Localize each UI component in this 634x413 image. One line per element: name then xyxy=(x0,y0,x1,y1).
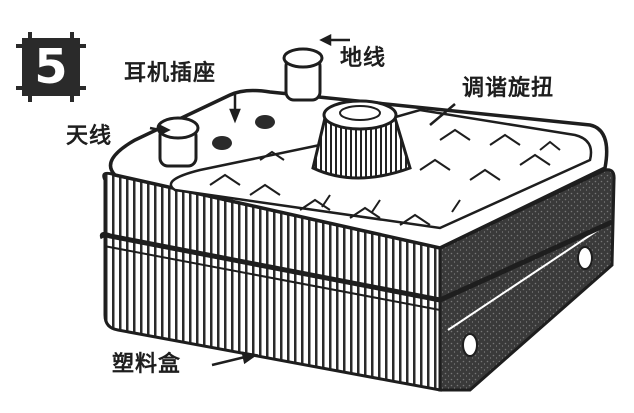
label-antenna: 天线 xyxy=(66,124,113,149)
tuning-knob xyxy=(311,99,412,180)
lid-texture xyxy=(209,128,561,226)
badge-corner-tick xyxy=(16,44,86,48)
leader-lines xyxy=(149,33,456,367)
label-ground-wire: 地线 xyxy=(340,46,387,71)
antenna-terminal xyxy=(156,116,200,168)
badge-corner-tick xyxy=(16,86,86,90)
ground-terminal xyxy=(282,47,324,102)
earphone-jack-1 xyxy=(212,136,232,150)
label-plastic-box: 塑料盒 xyxy=(112,352,182,377)
figure-number: 5 xyxy=(34,39,68,95)
badge-corner-tick xyxy=(28,32,32,102)
label-tuning-knob: 调谐旋扭 xyxy=(462,76,555,101)
badge-corner-tick xyxy=(70,32,74,102)
label-earphone-jack: 耳机插座 xyxy=(124,61,217,86)
earphone-jack-2 xyxy=(255,115,275,129)
box-front-face xyxy=(99,171,614,392)
box-right-side xyxy=(438,168,616,392)
